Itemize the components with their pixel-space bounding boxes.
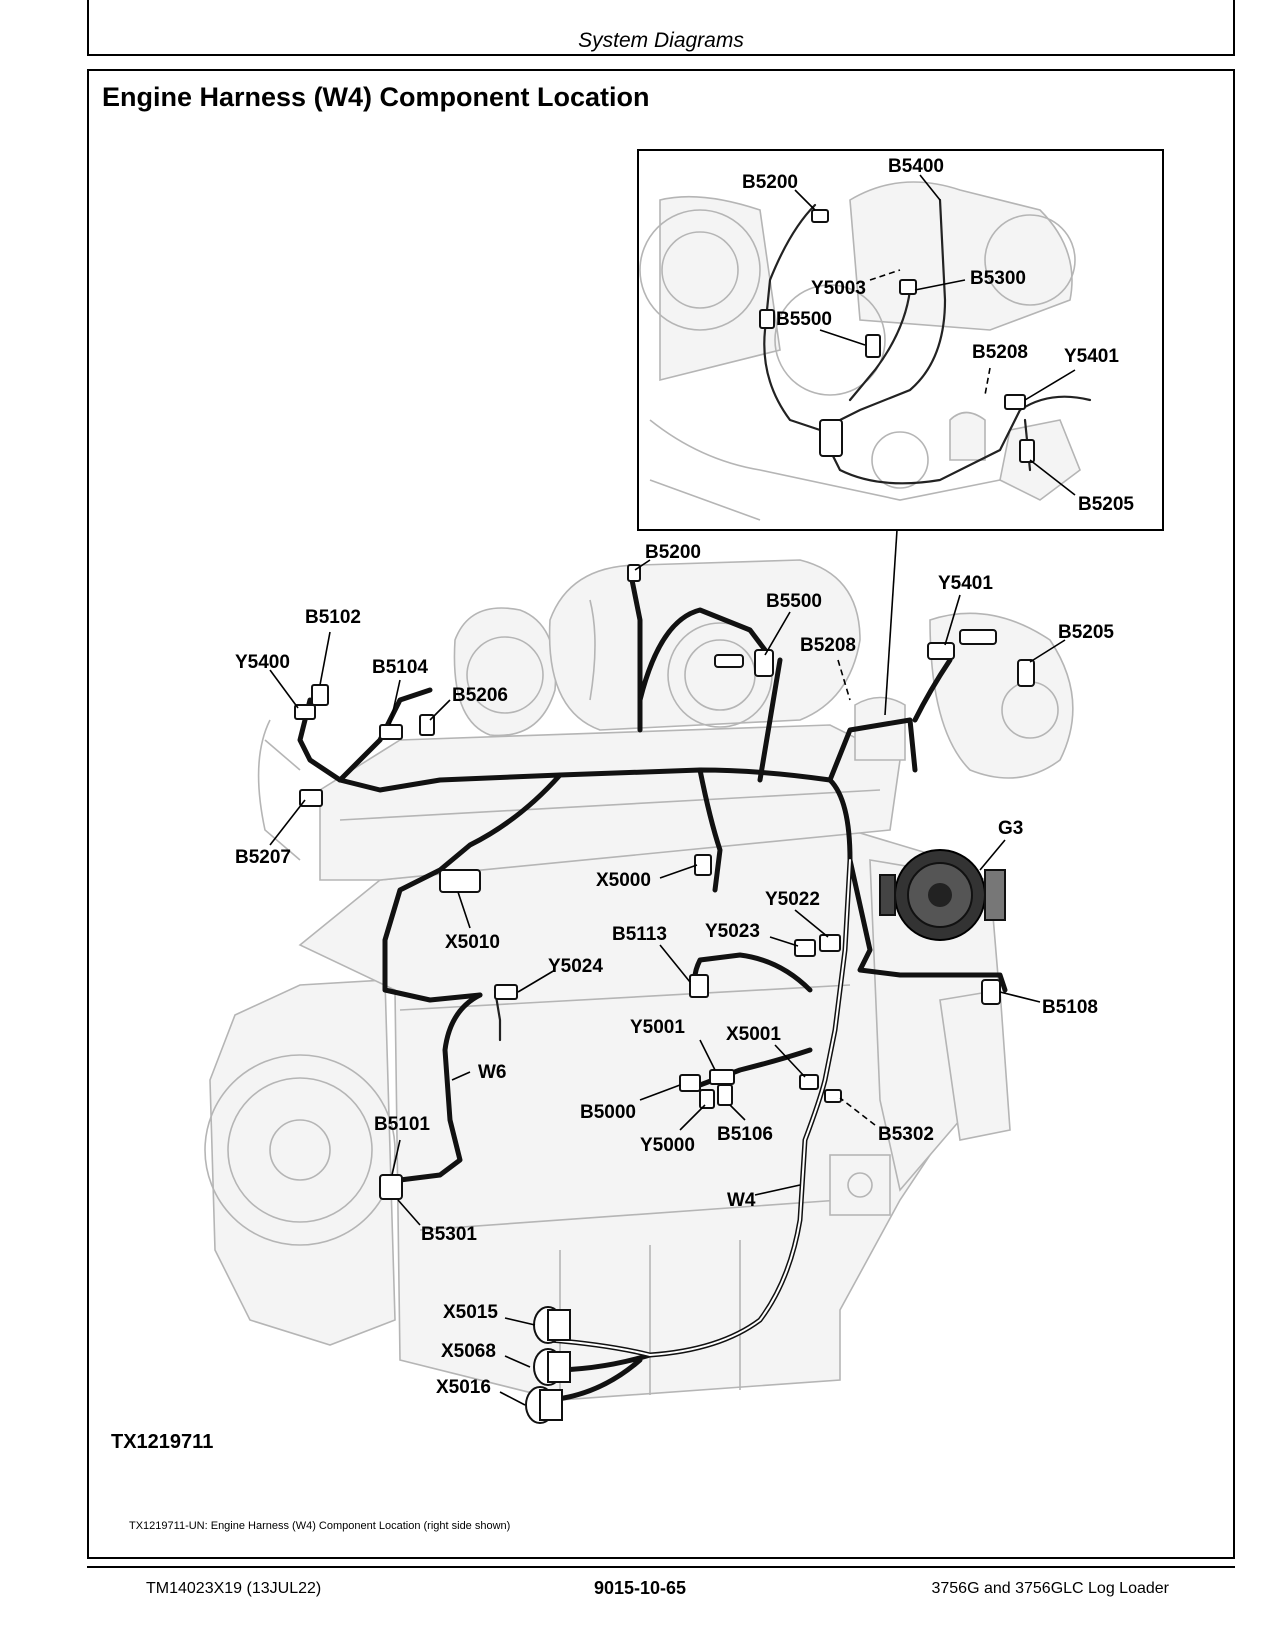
label-b5101: B5101 [374,1114,430,1135]
label-x5000: X5000 [596,870,651,891]
leader-lines [269,559,1066,1406]
label-b5500: B5500 [766,591,822,612]
label-y5024: Y5024 [548,956,603,977]
inset-label-b5300: B5300 [970,268,1026,289]
label-b5208: B5208 [800,635,856,656]
inset-label-b5400: B5400 [888,156,944,177]
figure-id: TX1219711 [111,1431,214,1453]
label-b5206: B5206 [452,685,508,706]
harness-w6 [397,988,502,1183]
section-title: System Diagrams [578,29,744,52]
inset-label-b5500: B5500 [776,309,832,330]
x5016-connector [525,1386,563,1424]
connectors [294,564,1035,1424]
label-b5301: B5301 [421,1224,477,1245]
label-y5023: Y5023 [705,921,760,942]
label-x5001: X5001 [726,1024,781,1045]
alternator-g3 [879,849,1006,941]
label-g3: G3 [998,818,1023,839]
inset-label-y5003: Y5003 [811,278,866,299]
label-b5000: B5000 [580,1102,636,1123]
label-x5068: X5068 [441,1341,496,1362]
label-w6: W6 [478,1062,507,1083]
label-b5113: B5113 [612,924,667,945]
label-x5016: X5016 [436,1377,491,1398]
label-b5106: B5106 [717,1124,773,1145]
label-b5102: B5102 [305,607,361,628]
footer-model: 3756G and 3756GLC Log Loader [931,1580,1169,1597]
label-x5015: X5015 [443,1302,498,1323]
label-b5302: B5302 [878,1124,934,1145]
figure-title: Engine Harness (W4) Component Location [102,82,650,112]
footer-manual-id: TM14023X19 (13JUL22) [146,1580,322,1597]
x5015-connector [533,1306,571,1344]
label-y5401: Y5401 [938,573,993,594]
label-b5108: B5108 [1042,997,1098,1018]
label-y5001: Y5001 [630,1017,685,1038]
inset-label-y5401: Y5401 [1064,346,1119,367]
label-y5000: Y5000 [640,1135,695,1156]
inset-label-b5208: B5208 [972,342,1028,363]
inset-label-b5200: B5200 [742,172,798,193]
x5068-connector [533,1348,571,1386]
label-y5400: Y5400 [235,652,290,673]
inset-label-b5205: B5205 [1078,494,1134,515]
label-b5200: B5200 [645,542,701,563]
header-frame: System Diagrams [87,0,1235,56]
label-b5205: B5205 [1058,622,1114,643]
inset-detail [637,149,1164,531]
footer-rule [87,1566,1235,1568]
label-x5010: X5010 [445,932,500,953]
harness-w4 [297,567,1008,1403]
engine-harness-diagram: B5200 B5400 B5300 Y5003 B5500 B5208 Y540… [204,149,1164,1424]
label-b5104: B5104 [372,657,428,678]
figure-caption: TX1219711-UN: Engine Harness (W4) Compon… [129,1520,511,1532]
label-w4: W4 [727,1190,756,1211]
label-y5022: Y5022 [765,889,820,910]
figure-frame [87,69,1235,1559]
engine-outline [204,559,1074,1401]
label-b5207: B5207 [235,847,291,868]
footer-page-number: 9015-10-65 [593,1578,687,1598]
